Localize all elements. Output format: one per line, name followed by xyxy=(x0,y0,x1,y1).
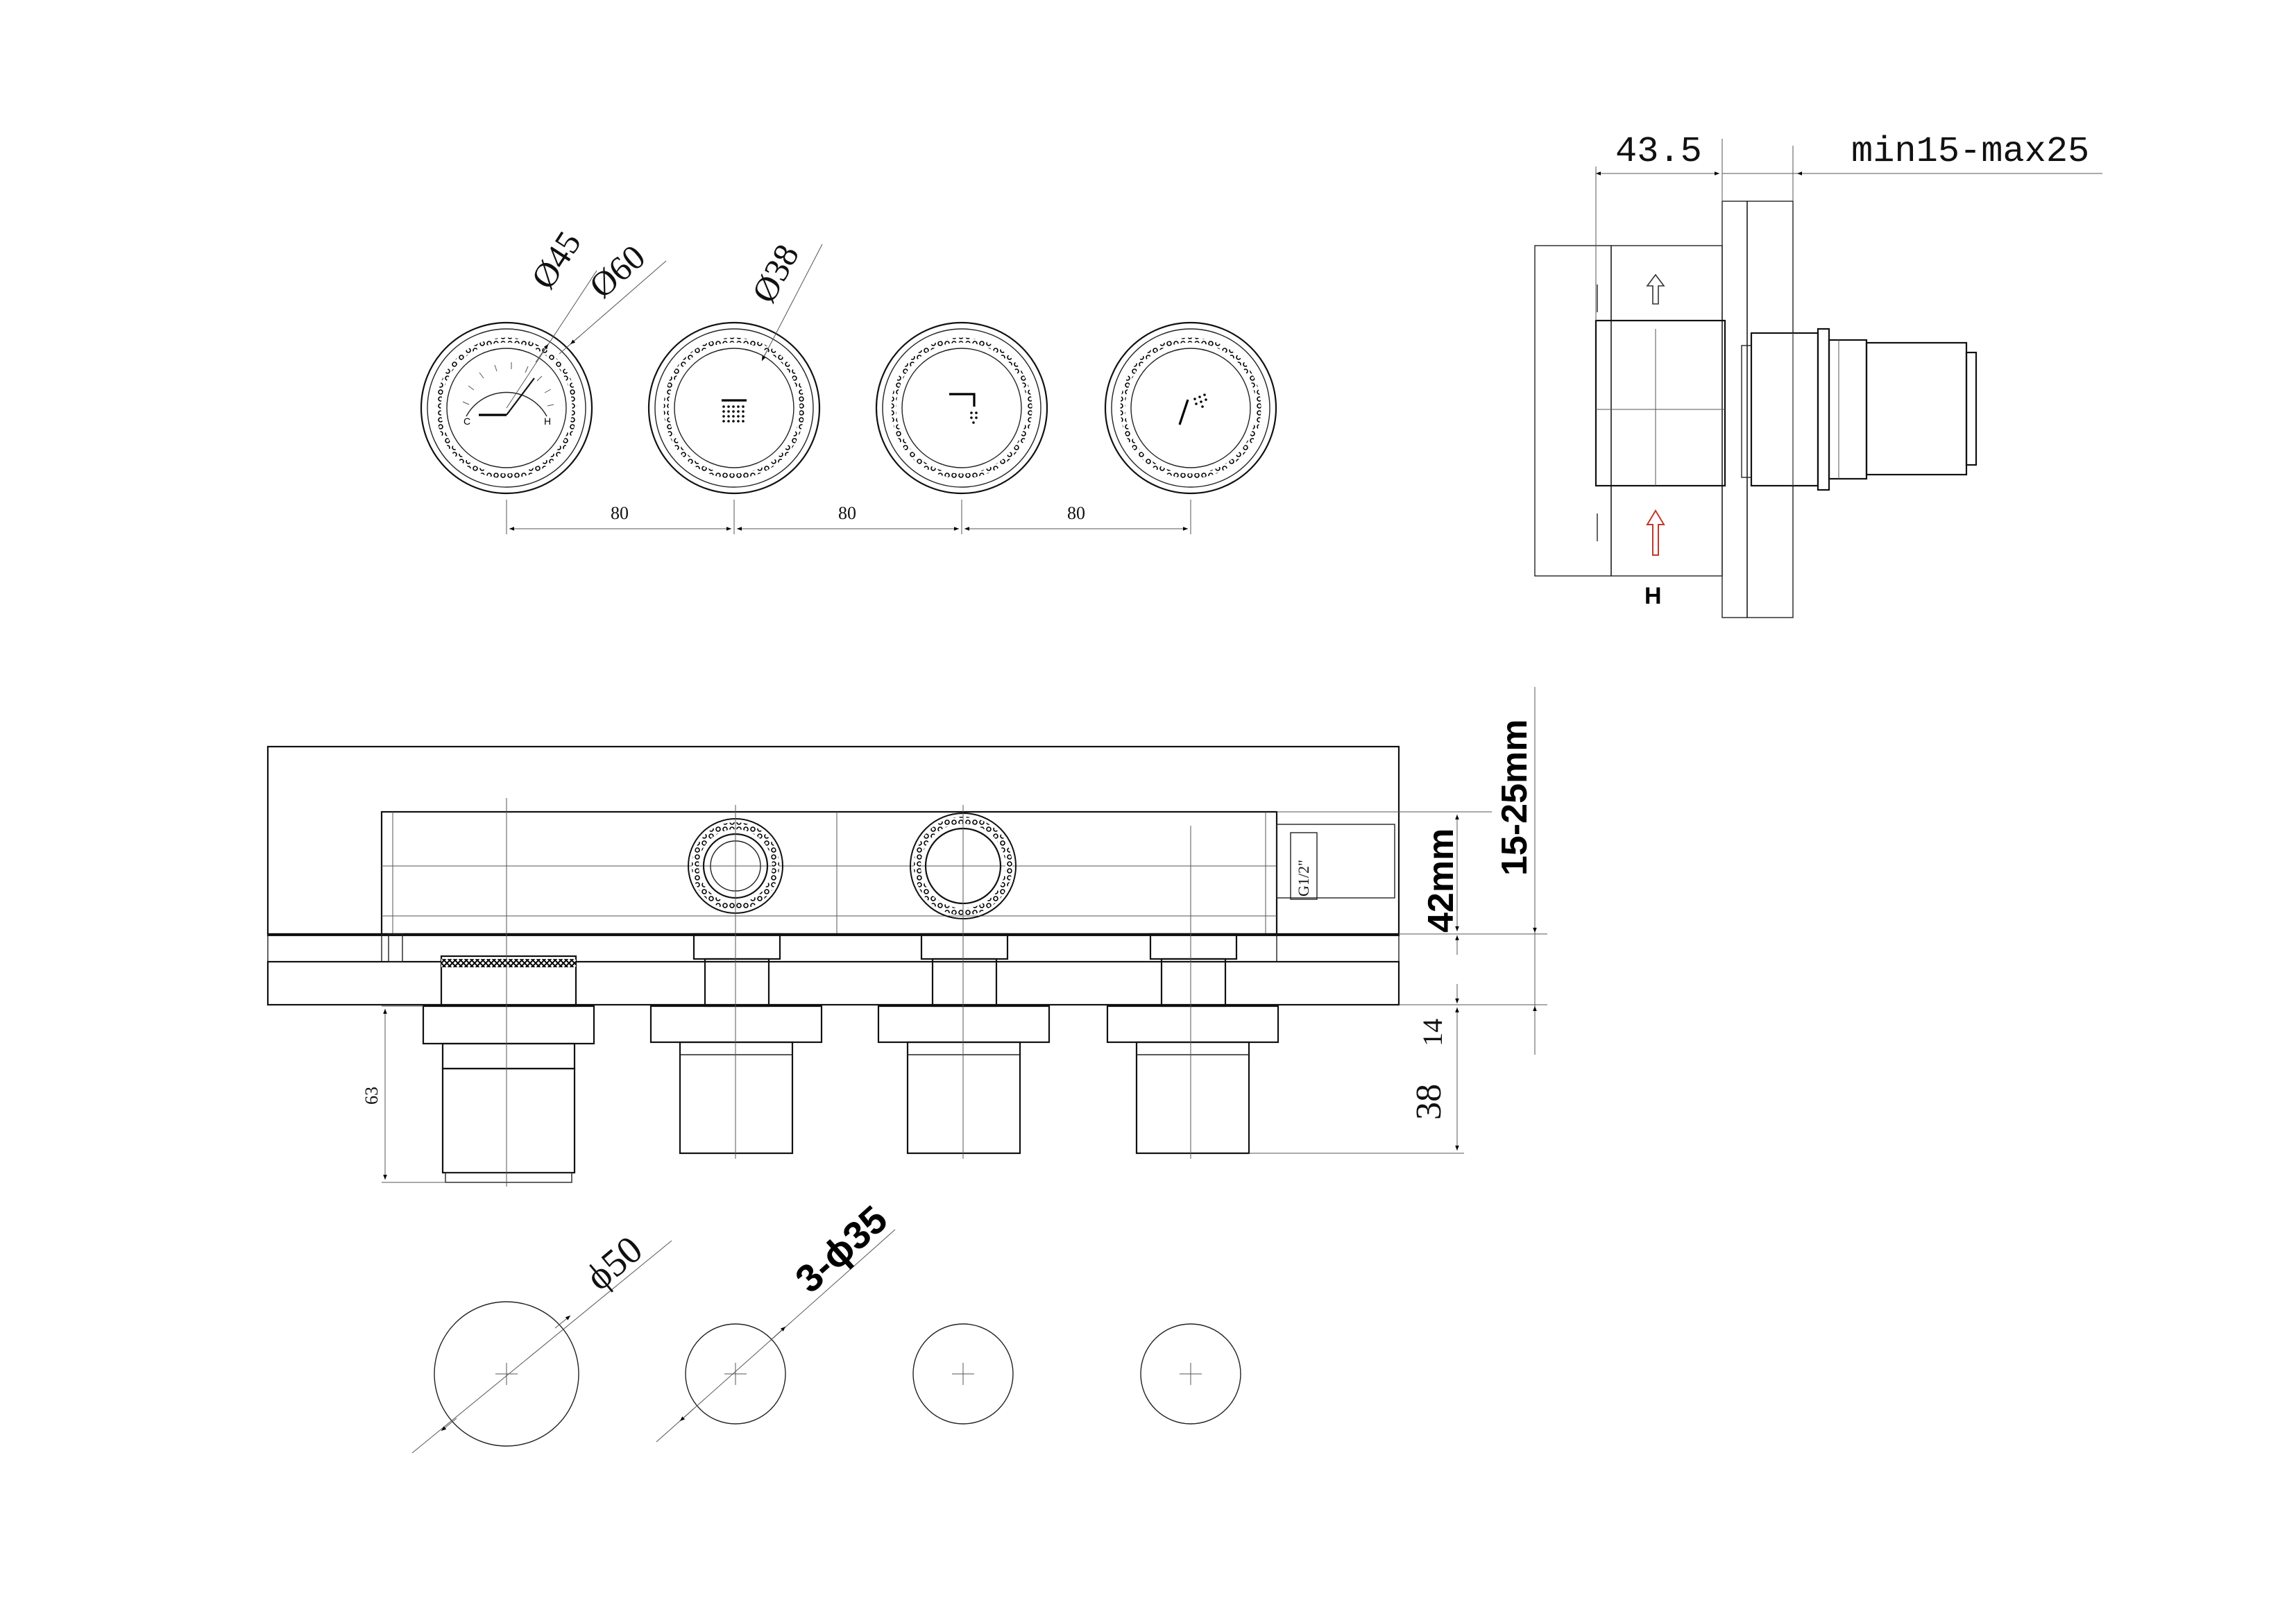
dim-small-holes: 3-ϕ35 xyxy=(787,1197,896,1301)
diverter-knob-2 xyxy=(877,1005,1051,1155)
thread-seal xyxy=(1741,345,1752,478)
diverter-knob-1 xyxy=(649,1005,823,1155)
section-view: G1/2" xyxy=(266,687,1547,1187)
thermostat-rosette: C H xyxy=(420,321,593,495)
section-tile xyxy=(266,960,1400,1006)
side-view: H 43.5 min15-max25 xyxy=(1534,131,2102,618)
outlet-arrow-icon xyxy=(1646,273,1665,305)
cutout-small-2 xyxy=(912,1323,1014,1425)
dim-depth: 43.5 xyxy=(1615,131,1702,172)
dim-dia45: Ø45 xyxy=(523,224,588,296)
side-rosette xyxy=(1750,332,1819,487)
cutout-large xyxy=(434,1301,579,1447)
diverter-knob-3 xyxy=(1106,1005,1279,1155)
dim-long-knob: 63 xyxy=(362,1087,382,1105)
dim-large-hole: ϕ50 xyxy=(578,1228,651,1299)
hand-shower-rosette xyxy=(1104,321,1277,495)
hand-shower-icon xyxy=(1178,393,1207,425)
valve-body xyxy=(1595,319,1726,487)
rain-shower-icon xyxy=(722,399,747,423)
dim-dia38: Ø38 xyxy=(744,238,806,309)
cutout-small-1 xyxy=(685,1323,786,1425)
dia45-leader xyxy=(506,270,597,409)
thread-size: G1/2" xyxy=(1295,860,1312,897)
hot-label: H xyxy=(1644,583,1662,609)
thermostat-knob xyxy=(422,1005,595,1183)
side-knob xyxy=(1865,341,1968,476)
dim-body-depth: 42mm xyxy=(1421,829,1461,933)
front-view: C H xyxy=(420,224,1277,534)
rain-shower-rosette xyxy=(647,321,821,495)
spacing-1: 80 xyxy=(611,503,629,523)
hot-inlet-arrow-icon xyxy=(1646,509,1665,556)
tub-spout-icon xyxy=(949,393,978,424)
cutout-view: ϕ50 3-ϕ35 xyxy=(411,1197,1241,1454)
dim-knob-length: 38 xyxy=(1409,1084,1449,1120)
wall-gravel xyxy=(1721,201,1748,618)
spacing-2: 80 xyxy=(838,503,856,523)
section-concrete xyxy=(266,745,1400,937)
wall-concrete xyxy=(1534,245,1612,577)
gauge-cold-label: C xyxy=(464,416,470,427)
wall-tile xyxy=(1746,201,1794,618)
gauge-hot-label: H xyxy=(544,416,551,427)
thermostat-gauge-icon: C H xyxy=(462,362,554,427)
dim-total-depth: 15-25mm xyxy=(1495,720,1535,876)
dim-knob-gap: 14 xyxy=(1417,1019,1448,1046)
tub-spout-rosette xyxy=(875,321,1048,495)
dim-dia60: Ø60 xyxy=(581,237,652,306)
dim-wall-thickness: min15-max25 xyxy=(1851,131,2089,172)
spacing-3: 80 xyxy=(1067,503,1085,523)
dia38-leader xyxy=(763,244,823,359)
cutout-small-3 xyxy=(1140,1323,1241,1425)
